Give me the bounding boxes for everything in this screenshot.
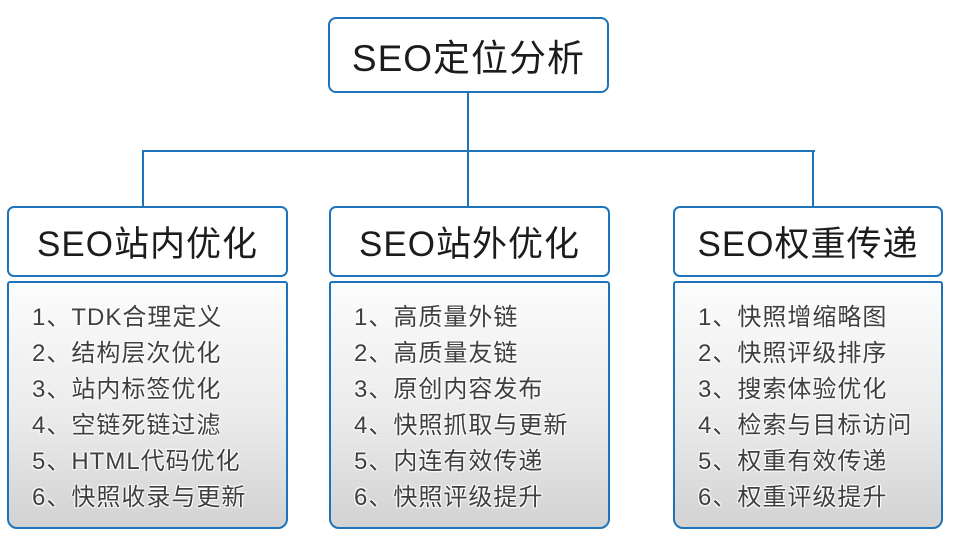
list-item: 4、快照抓取与更新 [354,412,569,439]
list-item: 5、权重有效传递 [698,448,888,475]
connector-drop-right [812,150,814,206]
column-offsite-optimization: SEO站外优化 1、高质量外链 2、高质量友链 3、原创内容发布 4、快照抓取与… [329,206,610,529]
list-item: 1、高质量外链 [354,304,519,331]
list-item: 6、权重评级提升 [698,484,888,511]
list-item: 1、快照增缩略图 [698,304,888,331]
root-node-label: SEO定位分析 [351,38,586,79]
list-item: 6、快照收录与更新 [32,484,247,511]
column-title: SEO权重传递 [697,225,919,264]
column-header: SEO站外优化 [329,206,610,277]
item-list: 1、TDK合理定义 2、结构层次优化 3、站内标签优化 4、空链死链过滤 5、H… [32,300,276,516]
column-panel: 1、高质量外链 2、高质量友链 3、原创内容发布 4、快照抓取与更新 5、内连有… [329,281,610,529]
list-item: 6、快照评级提升 [354,484,544,511]
item-list: 1、快照增缩略图 2、快照评级排序 3、搜索体验优化 4、检索与目标访问 5、权… [698,300,931,516]
list-item: 3、原创内容发布 [354,376,544,403]
item-list: 1、高质量外链 2、高质量友链 3、原创内容发布 4、快照抓取与更新 5、内连有… [354,300,598,516]
connector-drop-mid [467,150,469,206]
column-title: SEO站内优化 [37,225,258,264]
connector-root-stem [467,93,469,152]
column-onsite-optimization: SEO站内优化 1、TDK合理定义 2、结构层次优化 3、站内标签优化 4、空链… [7,206,288,529]
connector-drop-left [142,150,144,206]
column-panel: 1、快照增缩略图 2、快照评级排序 3、搜索体验优化 4、检索与目标访问 5、权… [673,281,943,529]
list-item: 2、高质量友链 [354,340,519,367]
root-node: SEO定位分析 [328,17,609,93]
list-item: 5、内连有效传递 [354,448,544,475]
column-title: SEO站外优化 [359,225,580,264]
column-panel: 1、TDK合理定义 2、结构层次优化 3、站内标签优化 4、空链死链过滤 5、H… [7,281,288,529]
list-item: 4、检索与目标访问 [698,412,913,439]
connector-rail [142,150,815,152]
column-header: SEO站内优化 [7,206,288,277]
column-weight-transfer: SEO权重传递 1、快照增缩略图 2、快照评级排序 3、搜索体验优化 4、检索与… [673,206,943,529]
list-item: 2、结构层次优化 [32,340,222,367]
list-item: 2、快照评级排序 [698,340,888,367]
list-item: 4、空链死链过滤 [32,412,222,439]
list-item: 3、站内标签优化 [32,376,222,403]
list-item: 5、HTML代码优化 [32,448,241,475]
list-item: 3、搜索体验优化 [698,376,888,403]
column-header: SEO权重传递 [673,206,943,277]
list-item: 1、TDK合理定义 [32,304,223,331]
